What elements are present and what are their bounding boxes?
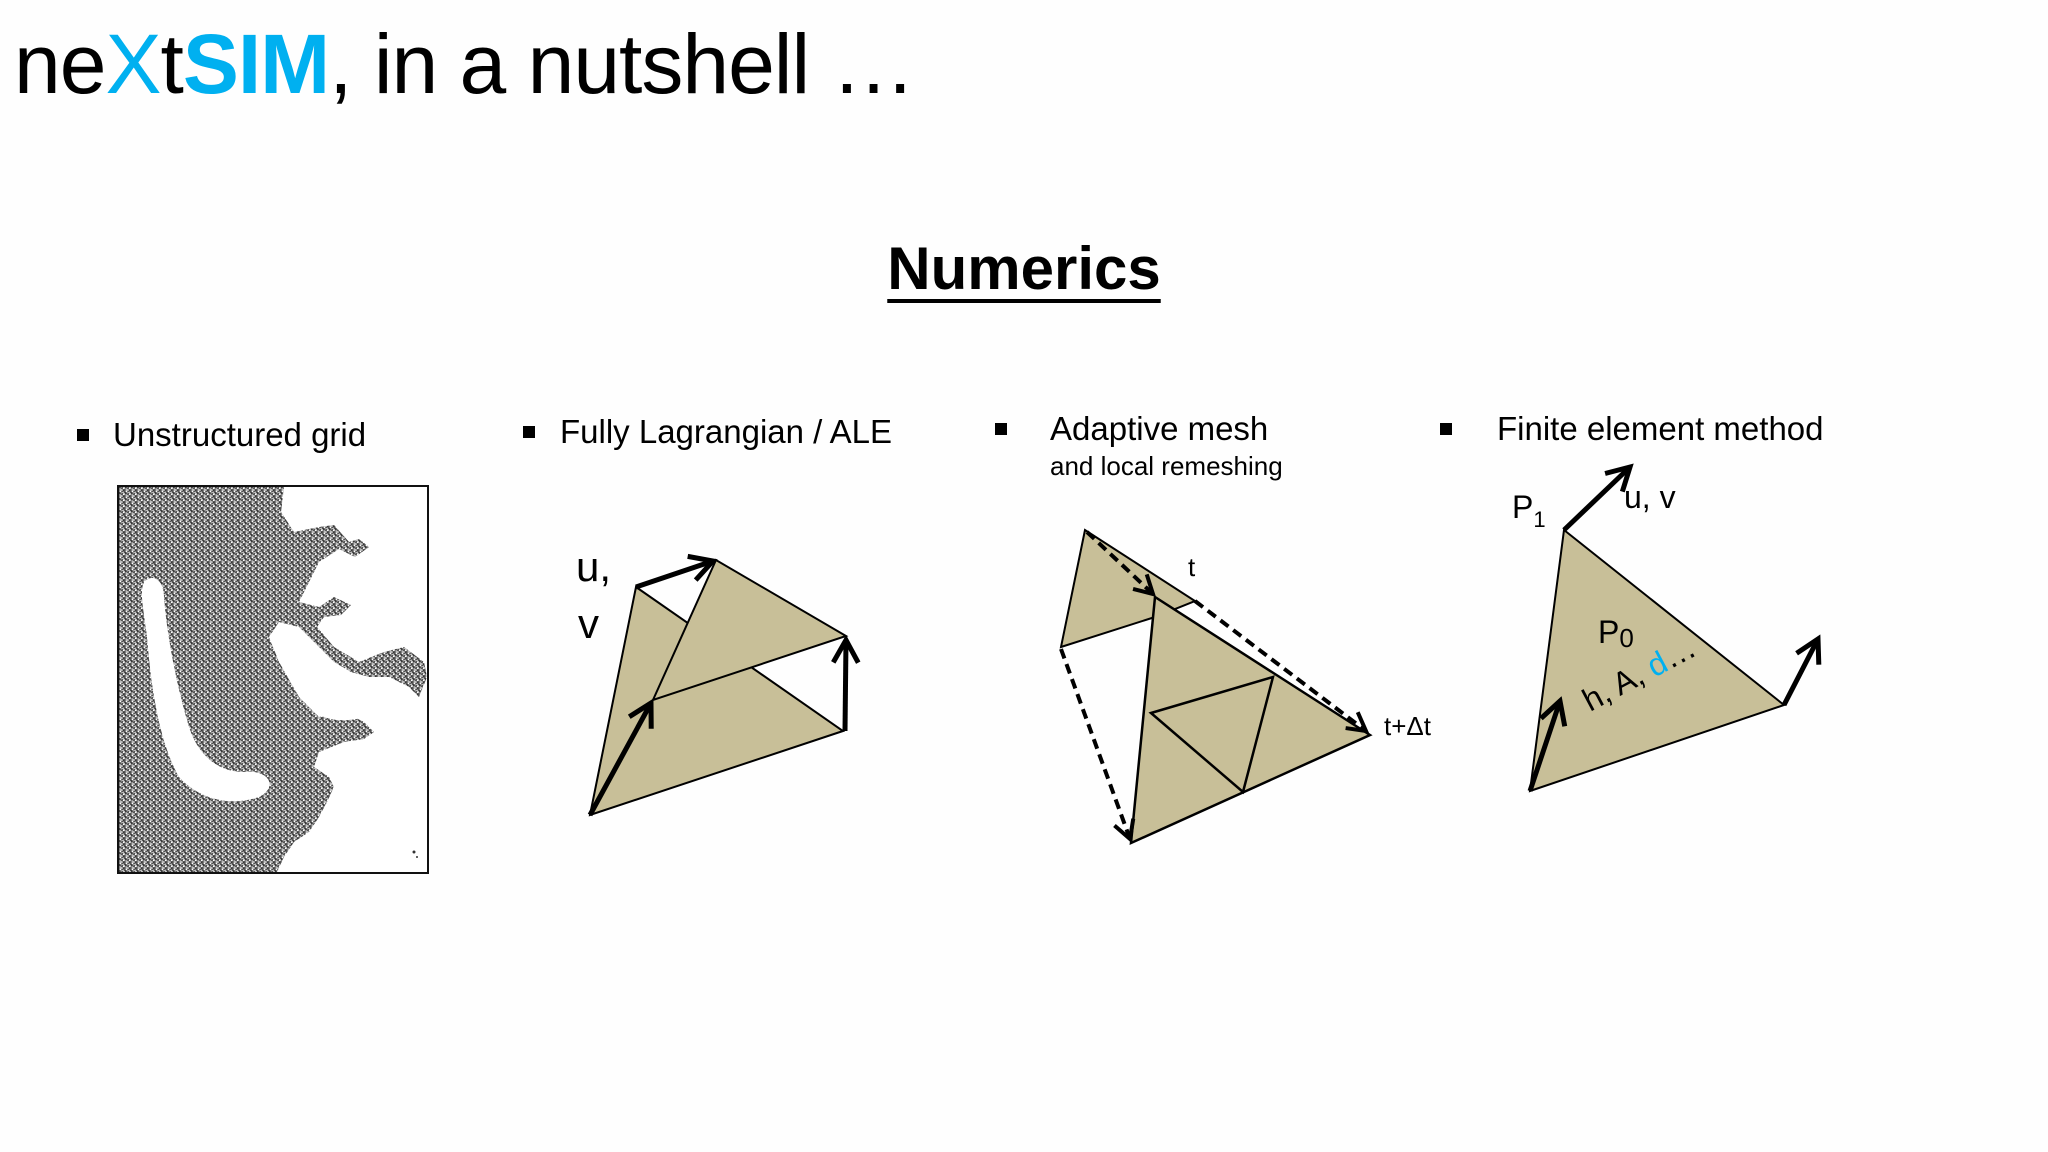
triangle-at-t (1059, 528, 1198, 649)
bullet-sublabel: and local remeshing (1050, 451, 1283, 481)
lagrangian-diagram: u, v (576, 543, 849, 817)
new-triangle (651, 558, 849, 702)
node-vars-label: u, v (1624, 479, 1676, 515)
unstructured-mesh-image (117, 485, 429, 874)
adaptive-mesh-diagram: t t+Δt (1059, 528, 1432, 846)
bullet-text-group: Adaptive mesh and local remeshing (1050, 407, 1283, 481)
node-velocity-arrow-icon (1527, 701, 1560, 792)
displacement-arrow-icon (1193, 599, 1366, 731)
finite-element-diagram: P1 u, v P0 h, A, d… (1512, 467, 1818, 793)
title-part-ne: ne (14, 17, 106, 111)
remeshed-inner-triangle (1148, 675, 1275, 795)
time-label: t (1188, 552, 1196, 582)
bullet-unstructured-grid: Unstructured grid (77, 413, 366, 457)
old-triangle (588, 585, 846, 817)
p1-label: P1 (1512, 489, 1546, 532)
element-vars-label: h, A, d… (1576, 629, 1701, 718)
next-time-label: t+Δt (1384, 711, 1432, 741)
bullet-finite-element: Finite element method (1440, 407, 1824, 451)
bullet-adaptive-mesh: Adaptive mesh and local remeshing (995, 407, 1283, 481)
bullet-fully-lagrangian: Fully Lagrangian / ALE (523, 410, 892, 454)
bullet-label: Finite element method (1497, 410, 1824, 447)
title-part-x: X (105, 17, 161, 111)
bullet-square-icon (995, 423, 1007, 435)
bullet-square-icon (1440, 423, 1452, 435)
velocity-label-u: u, (576, 543, 611, 590)
bullet-square-icon (523, 426, 535, 438)
slide-title: neXtSIM, in a nutshell … (14, 14, 915, 114)
element-triangle (1528, 528, 1787, 793)
section-heading: Numerics (0, 234, 2048, 304)
bullet-label: Adaptive mesh (1050, 410, 1269, 447)
velocity-label-v: v (578, 600, 599, 647)
triangle-at-t-plus-dt (1129, 594, 1373, 846)
title-part-t: t (160, 17, 183, 111)
title-part-rest: , in a nutshell … (329, 17, 915, 111)
displacement-arrow-icon (1059, 648, 1130, 839)
section-heading-text: Numerics (887, 235, 1161, 302)
node-velocity-arrow-icon (1781, 639, 1818, 707)
bullet-square-icon (77, 429, 89, 441)
velocity-arrow-icon (635, 561, 713, 590)
node-velocity-arrow-icon (1562, 467, 1630, 532)
mesh-map-icon (119, 487, 427, 872)
title-part-sim: SIM (182, 17, 330, 111)
bullet-label: Unstructured grid (113, 416, 367, 453)
velocity-arrow-icon (587, 703, 651, 817)
velocity-arrow-icon (845, 640, 846, 732)
displacement-arrow-icon (1085, 530, 1153, 594)
bullet-label: Fully Lagrangian / ALE (560, 413, 893, 450)
p0-label: P0 (1598, 614, 1634, 653)
